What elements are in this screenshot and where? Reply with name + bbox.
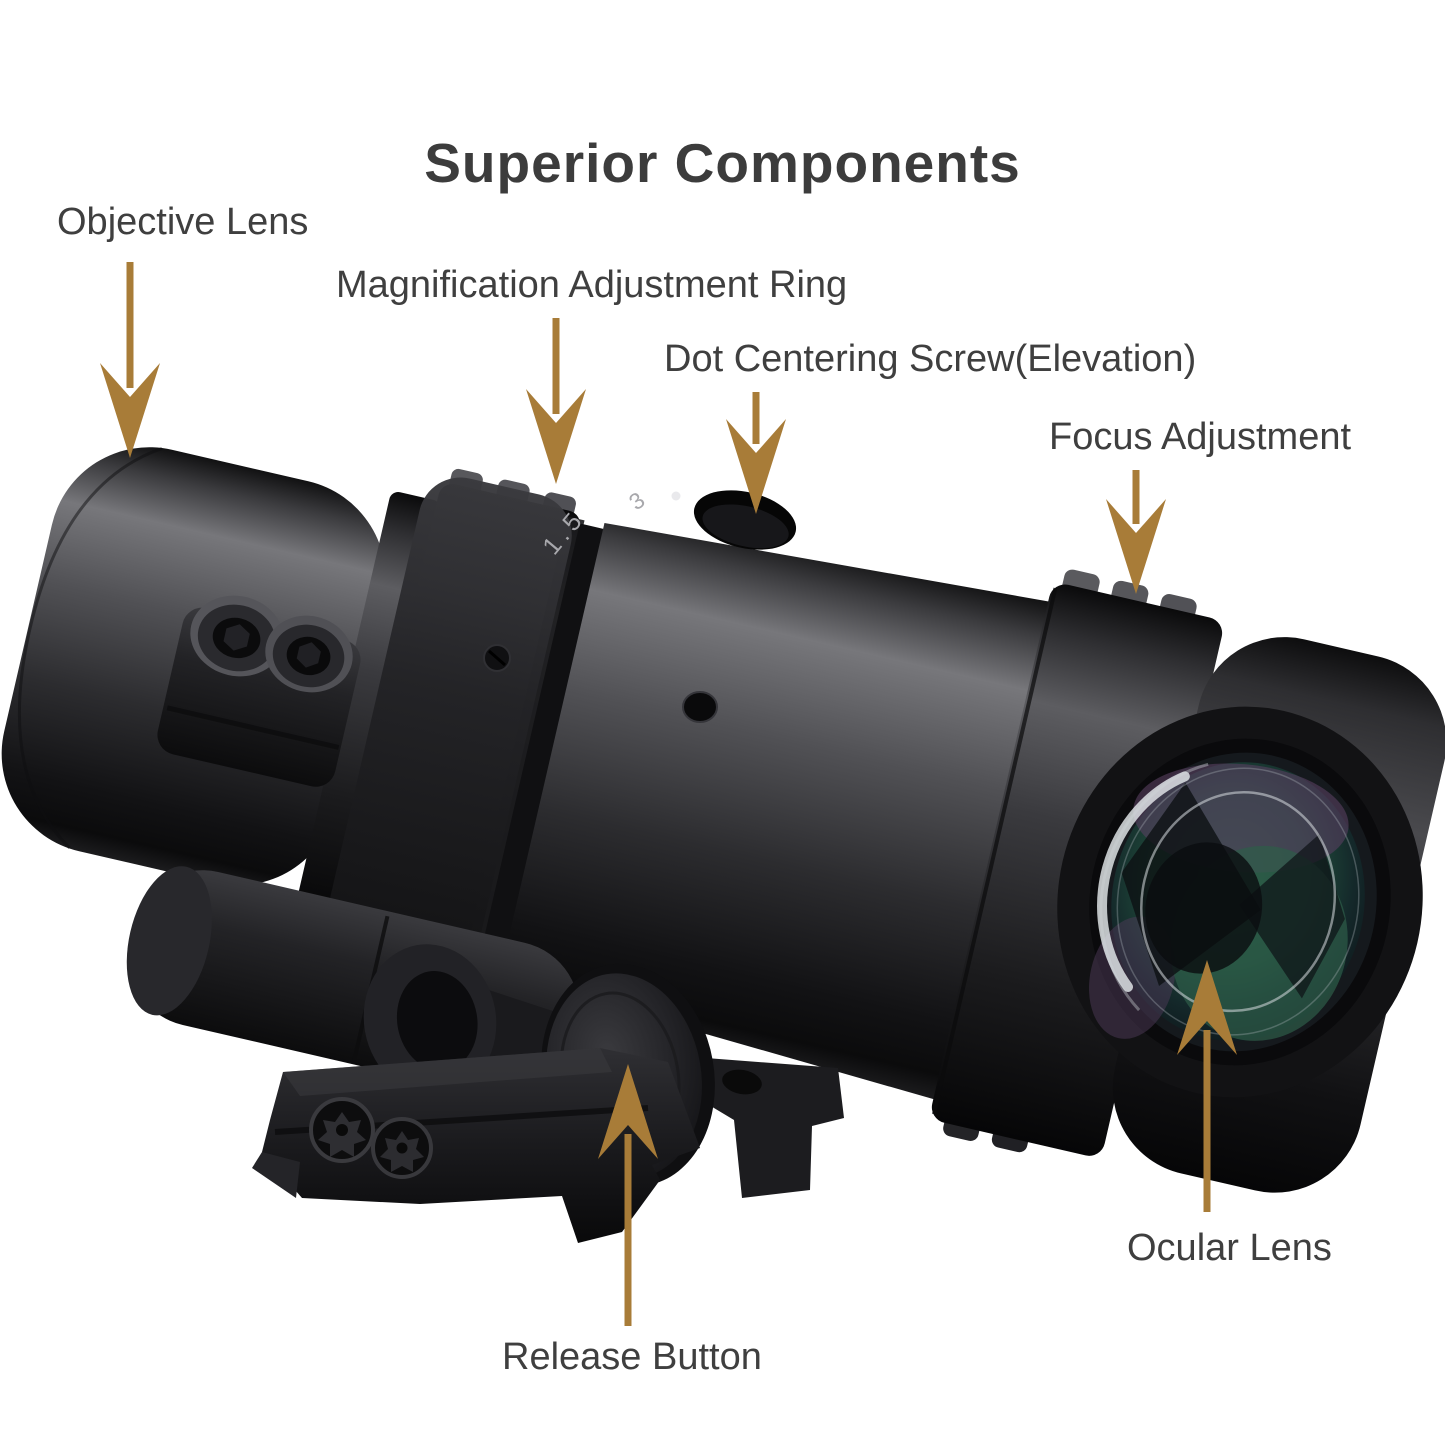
- label-ocular-lens: Ocular Lens: [1127, 1227, 1332, 1269]
- magnification-ring-arrow: [526, 318, 586, 484]
- lens-highlight-crescent: [1097, 771, 1190, 992]
- torx-screw-left[interactable]: [309, 1097, 375, 1163]
- main-body: [500, 522, 1061, 1103]
- release-button-arrow: [598, 1064, 658, 1326]
- rail-dovetail-left: [252, 1152, 300, 1198]
- index-dot: [671, 491, 681, 501]
- objective-lens-arrow: [100, 262, 160, 458]
- rail-base-top-face: [283, 1048, 612, 1096]
- label-focus-adjustment: Focus Adjustment: [1049, 416, 1352, 458]
- rail-slot: [722, 1069, 762, 1095]
- page-title: Superior Components: [424, 131, 1021, 194]
- release-collar: [363, 944, 497, 1096]
- hex-screw-right[interactable]: [258, 607, 361, 701]
- torx-screw-right[interactable]: [371, 1117, 433, 1179]
- lens-highlight-arc: [1099, 762, 1209, 1012]
- set-screw: [483, 644, 511, 672]
- label-magnification-adjustment-ring: Magnification Adjustment Ring: [336, 264, 848, 306]
- dot-centering-screw-hole[interactable]: [688, 481, 802, 559]
- ocular-lens-arrow: [1177, 960, 1237, 1212]
- annotation-arrows: [100, 262, 1237, 1326]
- label-dot-centering-screw: Dot Centering Screw(Elevation): [664, 338, 1197, 380]
- hex-screw-left[interactable]: [182, 586, 292, 685]
- magnification-mark-3: 3: [624, 487, 650, 516]
- ocular-lens-assembly: [1057, 706, 1423, 1098]
- label-objective-lens: Objective Lens: [57, 201, 309, 243]
- objective-front-rim: [17, 447, 163, 850]
- label-release-button: Release Button: [502, 1336, 762, 1378]
- focus-ring-seam: [931, 587, 1058, 1115]
- dot-centering-screw-arrow: [726, 392, 786, 514]
- tube-spacer: [478, 523, 608, 971]
- hinge-end-cap: [126, 866, 212, 1016]
- lens-pupil: [1145, 842, 1263, 974]
- focus-adjustment-arrow: [1106, 470, 1166, 594]
- rail-base: [262, 1048, 700, 1243]
- side-screw-hole: [682, 691, 718, 723]
